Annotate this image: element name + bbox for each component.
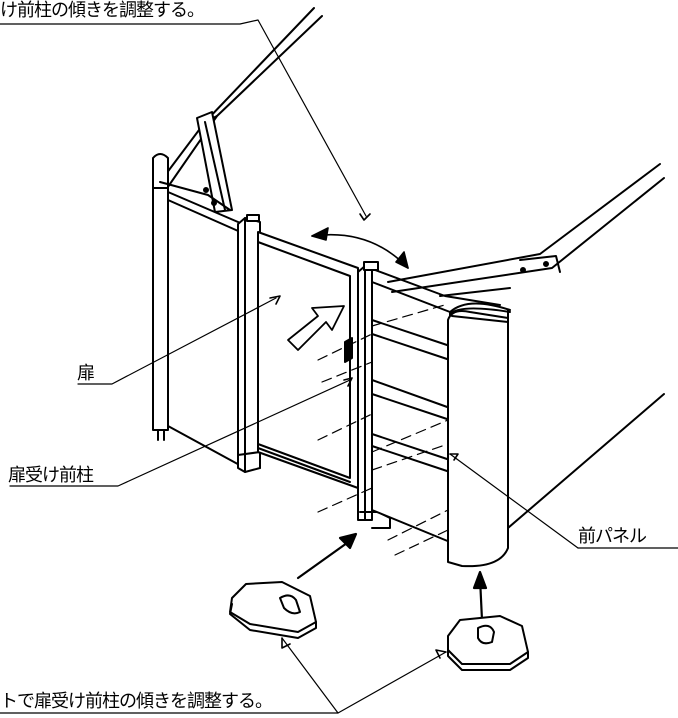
front-panel <box>447 307 511 568</box>
right-top-rail <box>374 163 665 306</box>
door <box>257 231 359 489</box>
hidden-lines <box>317 303 449 556</box>
leader-lines <box>0 19 678 714</box>
right-side-frame <box>371 281 451 543</box>
base-plate-right <box>447 615 529 671</box>
door-hinge-post <box>237 214 261 473</box>
door-label: 扉 <box>77 363 95 384</box>
door-post-label: 扉受け前柱 <box>8 465 94 486</box>
base-arrow-left <box>296 532 358 580</box>
base-plate-left <box>229 581 317 639</box>
door-receiving-front-post <box>357 261 391 529</box>
front-panel-label: 前パネル <box>578 526 647 547</box>
back-top-rail <box>159 7 323 195</box>
swing-arrow <box>311 227 409 269</box>
diagonal-brace <box>159 111 233 213</box>
left-side-wall <box>167 191 246 469</box>
adjust-tilt-note-bottom: トで扉受け前柱の傾きを調整する。 <box>0 691 273 712</box>
insert-direction-arrow <box>287 305 345 351</box>
adjust-tilt-note-top: け前柱の傾きを調整する。 <box>0 0 205 21</box>
left-corner-post <box>152 153 169 441</box>
base-arrow-right <box>472 570 488 622</box>
